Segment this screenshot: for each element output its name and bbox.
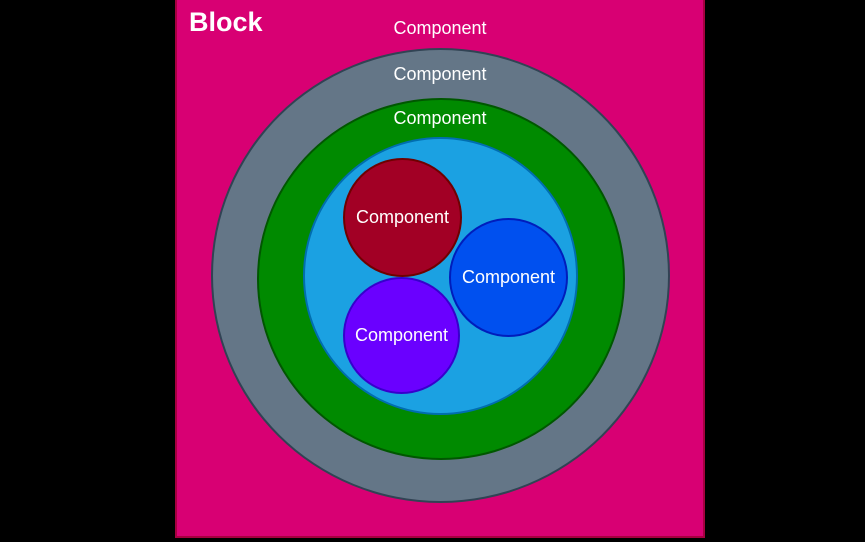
component-ring-outer-label: Component — [393, 18, 487, 38]
component-ring-middle-label: Component — [393, 64, 487, 84]
block-label: Block — [189, 7, 263, 37]
component-node-purple-label: Component — [354, 325, 449, 345]
component-node-darkred[interactable]: Component — [343, 158, 462, 277]
component-node-blue[interactable]: Component — [449, 218, 568, 337]
component-node-darkred-label: Component — [355, 207, 450, 227]
component-ring-inner-label: Component — [393, 108, 487, 128]
component-node-purple[interactable]: Component — [343, 277, 460, 394]
component-node-blue-label: Component — [461, 267, 556, 287]
